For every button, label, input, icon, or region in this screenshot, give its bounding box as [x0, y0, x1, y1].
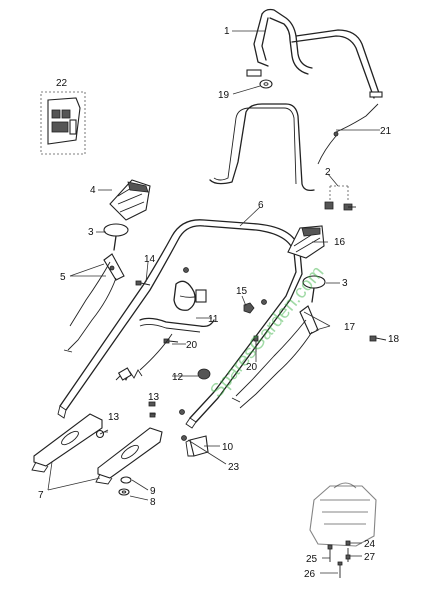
bolt-part-25 [327, 544, 333, 562]
callout-25: 25 [306, 554, 318, 565]
callout-11: 11 [208, 314, 219, 325]
knob-part-3b [302, 275, 326, 303]
callout-4: 4 [90, 185, 96, 196]
callout-16: 16 [334, 237, 346, 248]
washer-part-9 [120, 476, 132, 484]
callout-20a: 20 [186, 340, 198, 351]
upper-handle-part [246, 8, 383, 99]
right-cover-part-16 [287, 225, 325, 259]
callout-13a: 13 [108, 412, 120, 423]
screws-part-2 [324, 185, 356, 211]
bolt-part-26 [337, 561, 343, 578]
side-bracket-part-7b [95, 427, 163, 485]
bolt-part-20b [253, 335, 259, 352]
cable-spring-part-12 [115, 333, 211, 381]
callout-3a: 3 [88, 227, 94, 238]
bolt-part-24 [345, 540, 351, 546]
callout-26: 26 [304, 569, 316, 580]
right-lever-part-17 [231, 305, 319, 409]
callout-17: 17 [344, 322, 356, 333]
callout-9: 9 [150, 486, 156, 497]
bail-cable-part [209, 103, 379, 192]
callout-15: 15 [236, 286, 248, 297]
washer-part-19 [259, 79, 273, 89]
callout-5: 5 [60, 272, 66, 283]
callout-19: 19 [218, 90, 230, 101]
screw-part-18 [369, 335, 387, 342]
callout-13b: 13 [148, 392, 160, 403]
callout-27: 27 [364, 552, 376, 563]
callout-3b: 3 [342, 278, 348, 289]
callout-2: 2 [325, 167, 331, 178]
callout-14: 14 [144, 254, 156, 265]
callout-12: 12 [172, 372, 184, 383]
callout-21: 21 [380, 126, 392, 137]
bolt-part-14 [135, 280, 151, 286]
callout-10: 10 [222, 442, 234, 453]
side-bracket-part-7a [31, 413, 103, 473]
left-lever-part-5 [63, 253, 125, 353]
nut-part-15 [243, 302, 255, 314]
callout-18: 18 [388, 334, 400, 345]
engine-thumbnail [309, 482, 377, 547]
bolt-part-27 [345, 548, 351, 562]
cable-guide-part-11 [173, 280, 207, 311]
leader-lines [47, 30, 380, 574]
decal-sheet-part [40, 91, 86, 155]
callout-22: 22 [56, 78, 68, 89]
callout-6: 6 [258, 200, 264, 211]
callout-24: 24 [364, 539, 376, 550]
handle-cover-part-4 [109, 179, 151, 221]
callout-23: 23 [228, 462, 240, 473]
washer-part-8 [118, 488, 130, 496]
callout-8: 8 [150, 497, 156, 508]
callout-1: 1 [224, 26, 230, 37]
knob-part-3a [103, 223, 129, 251]
callout-7: 7 [38, 490, 44, 501]
callout-20b: 20 [246, 362, 258, 373]
bolt-part-23 [181, 435, 187, 441]
block-part-10 [185, 435, 209, 457]
bolt-part-13b [148, 401, 156, 418]
